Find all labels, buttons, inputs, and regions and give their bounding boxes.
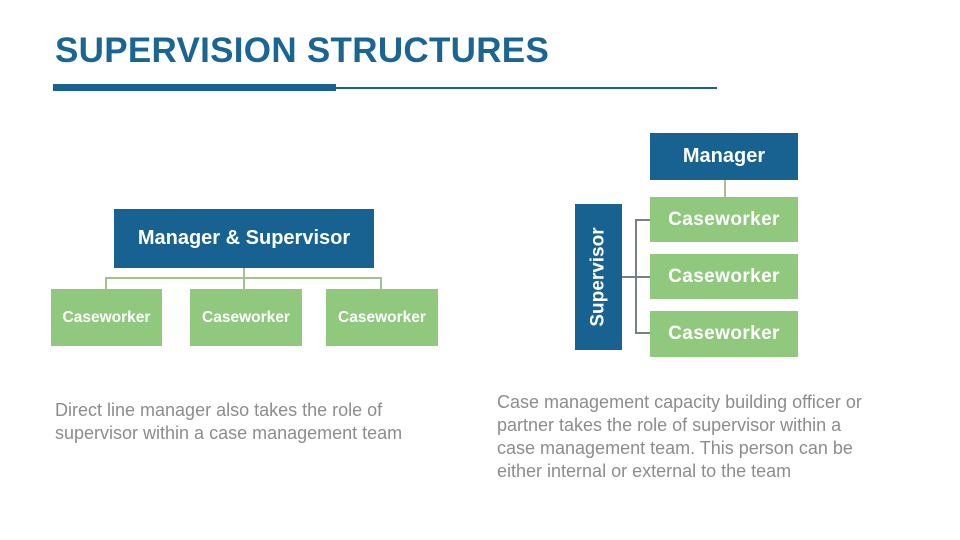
left-caseworker-box-1: Caseworker (51, 289, 162, 346)
left-child2-connector-line (243, 278, 245, 290)
manager-supervisor-label: Manager & Supervisor (137, 227, 351, 249)
supervisor-box: Supervisor (575, 204, 622, 350)
bracket-stub-top (637, 219, 650, 221)
right-caption-line-4: either internal or external to the team (497, 461, 792, 481)
manager-connector-line (724, 180, 726, 197)
caseworker-label: Caseworker (202, 308, 290, 326)
title-underline-thin (336, 87, 717, 89)
left-caseworker-box-3: Caseworker (326, 289, 438, 346)
title-underline-thick (53, 84, 336, 91)
caseworker-label: Caseworker (668, 208, 780, 230)
manager-box: Manager (650, 133, 798, 180)
caseworker-label: Caseworker (668, 265, 780, 287)
left-caption: Direct line manager also takes the role … (55, 399, 465, 445)
right-caption-line-3: case management team. This person can be (497, 438, 853, 458)
right-caseworker-box-3: Caseworker (650, 311, 798, 357)
supervisor-to-bracket-line (622, 276, 650, 278)
supervisor-label: Supervisor (587, 227, 609, 327)
right-caption-line-1: Case management capacity building office… (497, 392, 862, 412)
manager-supervisor-box: Manager & Supervisor (114, 209, 374, 268)
right-caseworker-box-1: Caseworker (650, 197, 798, 242)
caseworker-label: Caseworker (338, 308, 426, 326)
right-caption: Case management capacity building office… (497, 391, 927, 483)
left-child3-connector-line (380, 278, 382, 290)
right-caseworker-box-2: Caseworker (650, 254, 798, 299)
caseworker-label: Caseworker (62, 308, 151, 326)
left-caseworker-box-2: Caseworker (190, 289, 302, 346)
slide-title: SUPERVISION STRUCTURES (55, 31, 550, 70)
left-caption-line-2: supervisor within a case management team (55, 423, 403, 443)
manager-label: Manager (682, 145, 766, 167)
bracket-stub-bottom (637, 332, 650, 334)
right-caption-line-2: partner takes the role of supervisor wit… (497, 415, 842, 435)
left-caption-line-1: Direct line manager also takes the role … (55, 400, 383, 420)
left-root-connector-line (243, 268, 245, 278)
left-child1-connector-line (105, 278, 107, 290)
caseworker-label: Caseworker (668, 323, 780, 344)
